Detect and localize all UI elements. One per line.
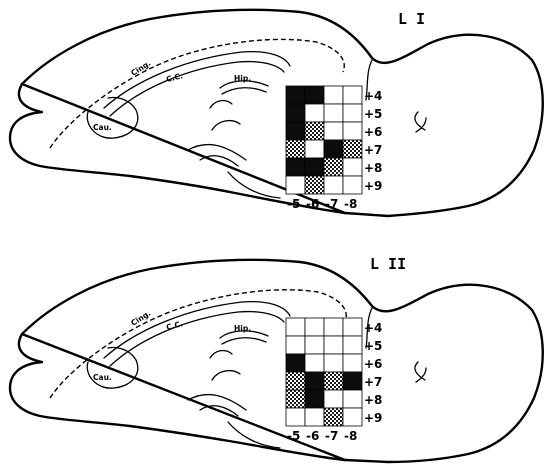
grid-cell xyxy=(305,104,324,122)
grid-cell xyxy=(286,354,305,372)
panel-title: L II xyxy=(370,255,406,273)
col-label: -6 xyxy=(306,429,319,443)
row-label: +5 xyxy=(364,107,382,121)
row-label: +9 xyxy=(364,179,382,193)
col-label: -7 xyxy=(325,197,338,211)
grid-cell xyxy=(305,354,324,372)
row-label: +9 xyxy=(364,411,382,425)
cau-label: Cau. xyxy=(93,123,112,132)
grid-cell xyxy=(324,104,343,122)
grid-cell xyxy=(343,390,362,408)
cing-label: Cing. xyxy=(129,309,152,328)
grid-cell xyxy=(343,336,362,354)
grid-cell xyxy=(324,176,343,194)
grid-cell xyxy=(324,318,343,336)
grid-cell xyxy=(286,86,305,104)
grid-cell xyxy=(286,104,305,122)
grid-cell xyxy=(305,176,324,194)
grid-cell xyxy=(305,372,324,390)
grid-cell xyxy=(324,390,343,408)
internal-structures xyxy=(188,145,280,198)
hip-label: Hip. xyxy=(234,324,251,333)
grid-cell xyxy=(343,140,362,158)
row-label: +7 xyxy=(364,375,382,389)
col-label: -6 xyxy=(306,197,319,211)
grid-cell xyxy=(343,318,362,336)
col-label: -8 xyxy=(344,429,357,443)
cing-label: Cing. xyxy=(129,59,152,78)
row-label: +6 xyxy=(364,357,382,371)
hip-label: Hip. xyxy=(234,74,251,83)
grid-cell xyxy=(324,122,343,140)
internal-structures xyxy=(188,395,280,448)
grid-cell xyxy=(324,158,343,176)
grid-cell xyxy=(324,336,343,354)
col-label: -7 xyxy=(325,429,338,443)
grid-cell xyxy=(305,408,324,426)
grid-cell xyxy=(343,158,362,176)
hippocampus xyxy=(210,81,268,130)
grid-cell xyxy=(324,408,343,426)
grid-cell xyxy=(305,122,324,140)
grid-cell xyxy=(324,372,343,390)
hippocampus xyxy=(210,331,268,380)
caudate xyxy=(87,348,138,389)
grid-cell xyxy=(343,408,362,426)
panel-title: L I xyxy=(398,10,425,28)
grid-cell xyxy=(305,336,324,354)
cc-label: C.C. xyxy=(165,319,184,332)
row-label: +5 xyxy=(364,339,382,353)
grid-cell xyxy=(343,104,362,122)
row-label: +8 xyxy=(364,161,382,175)
caudate xyxy=(87,98,138,139)
brain-outline xyxy=(10,10,543,216)
col-label: -8 xyxy=(344,197,357,211)
row-label: +6 xyxy=(364,125,382,139)
row-label: +7 xyxy=(364,143,382,157)
col-label: -5 xyxy=(287,429,300,443)
cc-label: C.C. xyxy=(165,71,184,84)
grid-cell xyxy=(286,176,305,194)
grid-cell xyxy=(286,390,305,408)
grid-cell xyxy=(286,122,305,140)
col-label: -5 xyxy=(287,197,300,211)
lesion-grid: +4 +5 +6 +7 +8 +9 -5 -6 -7 -8 xyxy=(286,86,382,211)
grid-cell xyxy=(343,176,362,194)
grid-cell xyxy=(305,390,324,408)
grid-cell xyxy=(286,372,305,390)
grid-cell xyxy=(324,140,343,158)
row-label: +4 xyxy=(364,321,382,335)
panel-top: L I Cing. C.C. Hip. Cau. xyxy=(10,10,543,216)
panel-bottom: L II Cing. C.C. Hip. Cau xyxy=(10,255,543,462)
grid-cell xyxy=(305,86,324,104)
grid-cell xyxy=(286,408,305,426)
grid-cell xyxy=(286,158,305,176)
grid-cell xyxy=(343,86,362,104)
grid-cell xyxy=(343,122,362,140)
grid-cell xyxy=(286,336,305,354)
lesion-grid: +4 +5 +6 +7 +8 +9 -5 -6 -7 -8 xyxy=(286,318,382,443)
grid-cell xyxy=(305,140,324,158)
grid-cell xyxy=(286,318,305,336)
grid-cell xyxy=(343,354,362,372)
grid-cell xyxy=(324,86,343,104)
grid-cell xyxy=(305,158,324,176)
row-label: +8 xyxy=(364,393,382,407)
grid-cell xyxy=(324,354,343,372)
cau-label: Cau. xyxy=(93,373,112,382)
grid-cell xyxy=(343,372,362,390)
grid-cell xyxy=(286,140,305,158)
row-label: +4 xyxy=(364,89,382,103)
grid-cell xyxy=(305,318,324,336)
